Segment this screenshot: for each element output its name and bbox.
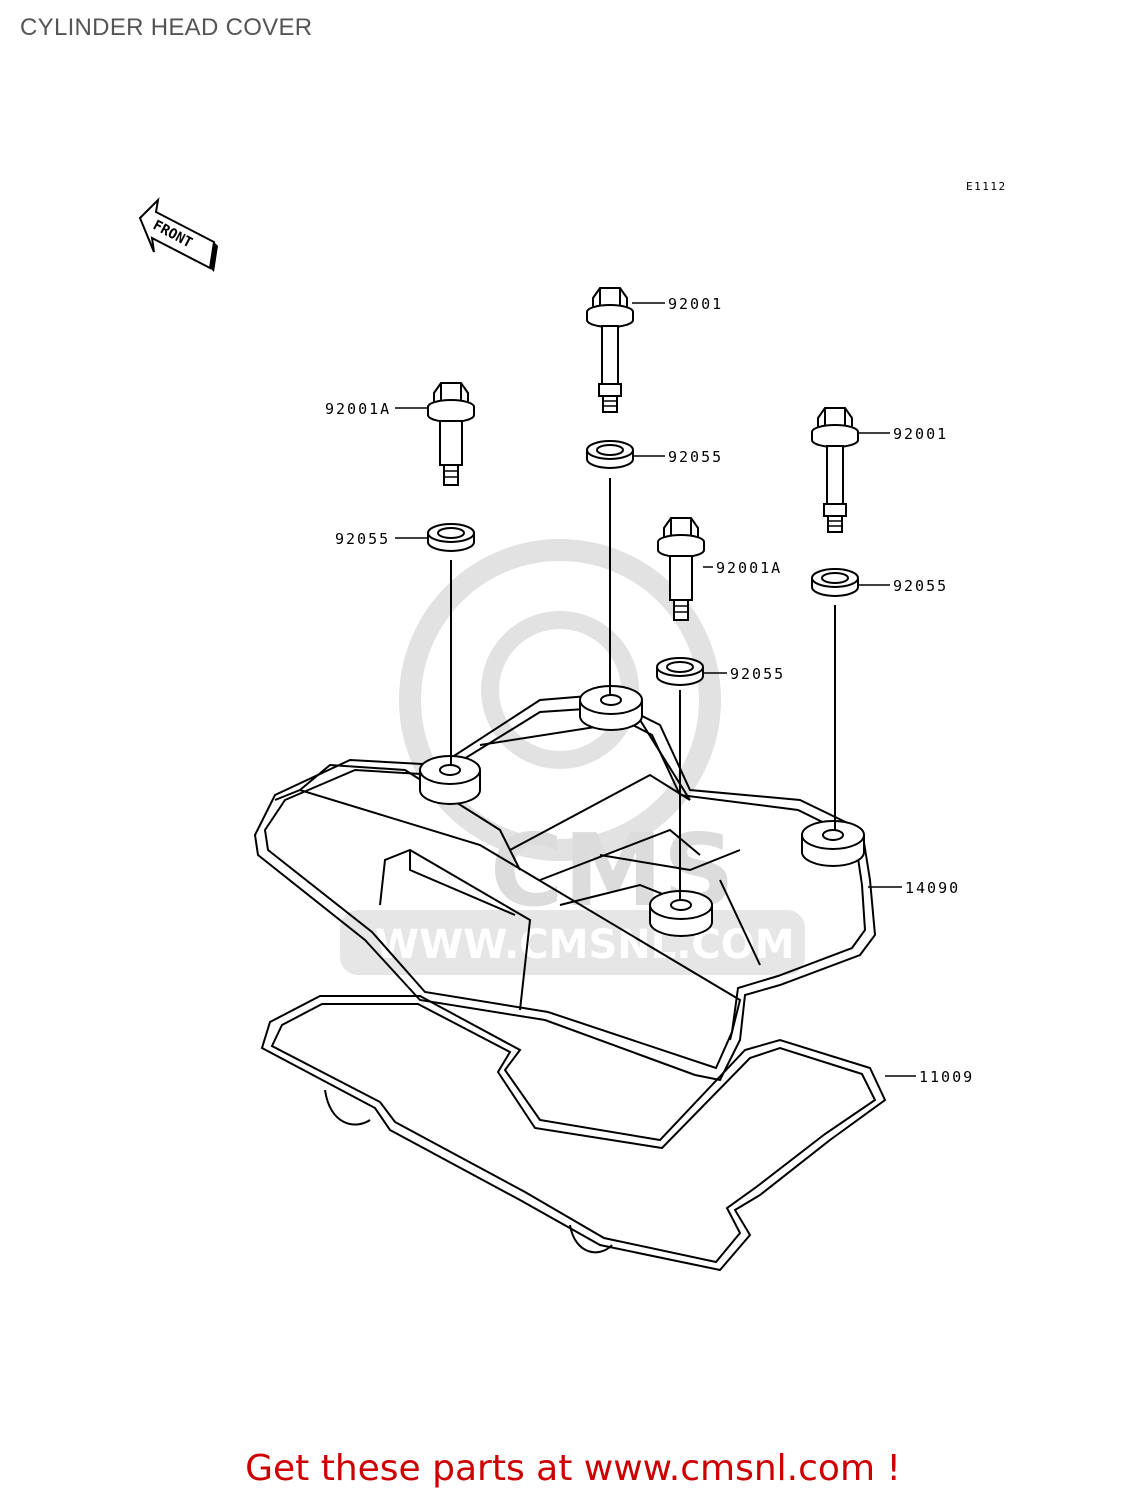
- callout-label: 92055: [335, 530, 390, 548]
- callout-label: 14090: [905, 879, 960, 897]
- callout-label: 92055: [730, 665, 785, 683]
- watermark-url: WWW.CMSNL.COM: [375, 922, 795, 968]
- callout-label: 11009: [919, 1068, 974, 1086]
- callout-label: 92055: [893, 577, 948, 595]
- bolt-92001-top: [586, 287, 634, 413]
- assembly-lines: [450, 478, 836, 900]
- front-arrow-icon: FRONT: [138, 197, 218, 272]
- reference-code: E1112: [966, 180, 1007, 193]
- bolt-92001a-left: [427, 382, 475, 486]
- washer-92055-middle: [656, 657, 704, 686]
- callout-label: 92001A: [716, 559, 782, 577]
- callout-label: 92001: [668, 295, 723, 313]
- cylinder-head-cover: [253, 693, 877, 1082]
- cover-boss-left: [419, 755, 481, 805]
- washer-92055-left: [427, 523, 475, 552]
- leader-lines: [395, 302, 916, 1077]
- callout-label: 92001A: [325, 400, 391, 418]
- cover-boss-top: [579, 685, 643, 731]
- washer-92055-right: [811, 568, 859, 597]
- gasket: [260, 995, 887, 1272]
- page-title: CYLINDER HEAD COVER: [20, 14, 313, 41]
- cover-boss-right: [801, 820, 865, 867]
- callout-label: 92001: [893, 425, 948, 443]
- callout-label: 92055: [668, 448, 723, 466]
- washer-92055-top: [586, 440, 634, 469]
- footer-link[interactable]: Get these parts at www.cmsnl.com !: [245, 1448, 901, 1489]
- cover-boss-middle: [649, 890, 713, 937]
- bolt-92001-right: [811, 407, 859, 533]
